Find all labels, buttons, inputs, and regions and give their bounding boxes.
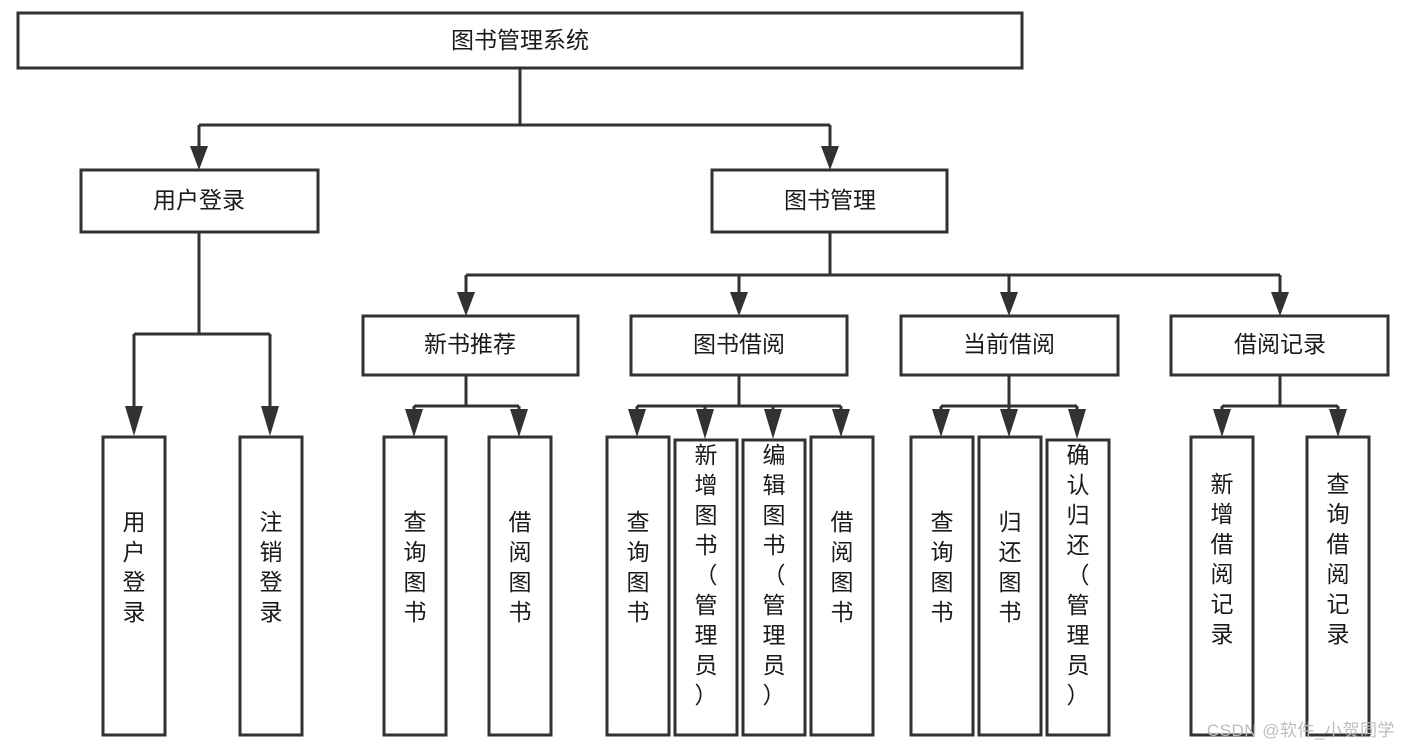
node-leaf-borrow-book-2-box[interactable] [809, 435, 875, 737]
node-leaf-edit-book-box[interactable] [741, 438, 807, 737]
node-leaf-logout-label: 注销登录 [260, 509, 283, 625]
node-leaf-return-book[interactable]: 归还图书 [977, 435, 1043, 737]
node-current-borrow-label: 当前借阅 [963, 331, 1055, 357]
node-leaf-query-book-3[interactable]: 查询图书 [909, 435, 975, 737]
node-leaf-add-record[interactable]: 新增借阅记录 [1189, 435, 1255, 737]
node-leaf-user-login-box[interactable] [101, 435, 167, 737]
node-leaf-borrow-book-1[interactable]: 借阅图书 [487, 435, 553, 737]
node-leaf-query-book-1-label: 查询图书 [404, 509, 427, 625]
arrow-head-book-manage [821, 146, 839, 170]
arrow-head-leaf-add-record [1213, 409, 1231, 437]
arrow-head-leaf-user-login [125, 406, 143, 436]
node-new-book-rec[interactable]: 新书推荐 [361, 314, 580, 377]
node-leaf-query-book-3-label: 查询图书 [931, 509, 954, 625]
node-leaf-add-record-label: 新增借阅记录 [1211, 471, 1234, 647]
arrow-head-new-book-rec [457, 292, 475, 316]
connectors-user-login [125, 232, 279, 436]
node-leaf-user-login-label: 用户登录 [123, 509, 146, 625]
node-leaf-query-book-3-box[interactable] [909, 435, 975, 737]
node-user-login[interactable]: 用户登录 [79, 168, 320, 234]
node-leaf-user-login[interactable]: 用户登录 [101, 435, 167, 737]
node-leaf-add-book[interactable]: 新增图书（管理员） [673, 438, 739, 737]
node-leaf-query-record-label: 查询借阅记录 [1327, 471, 1350, 647]
connectors-book-borrow [628, 375, 850, 439]
arrow-head-leaf-borrow-book-1 [510, 409, 528, 437]
arrow-head-leaf-borrow-book-2 [832, 409, 850, 437]
arrow-head-user-login [190, 146, 208, 170]
node-leaf-borrow-book-1-label: 借阅图书 [509, 509, 532, 625]
node-leaf-borrow-book-1-box[interactable] [487, 435, 553, 737]
connectors-borrow-record [1213, 375, 1347, 437]
connectors-current-borrow [932, 375, 1086, 439]
arrow-head-leaf-return-book [1000, 409, 1018, 437]
node-leaf-logout-box[interactable] [238, 435, 304, 737]
node-user-login-box[interactable] [79, 168, 320, 234]
arrow-head-current-borrow [1000, 292, 1018, 316]
node-leaf-add-book-label: 新增图书（管理员） [695, 442, 718, 708]
arrow-head-leaf-query-book-2 [628, 409, 646, 437]
connectors-book-manage [457, 232, 1289, 316]
node-leaf-query-record[interactable]: 查询借阅记录 [1305, 435, 1371, 737]
node-leaf-confirm-return[interactable]: 确认归还（管理员） [1045, 438, 1111, 737]
node-leaf-query-book-2[interactable]: 查询图书 [605, 435, 671, 737]
node-borrow-record[interactable]: 借阅记录 [1169, 314, 1390, 377]
node-leaf-edit-book-label: 编辑图书（管理员） [763, 442, 786, 708]
csdn-watermark: CSDN @软件_小贺同学 [1206, 721, 1395, 740]
node-leaf-query-record-box[interactable] [1305, 435, 1371, 737]
node-leaf-return-book-label: 归还图书 [999, 509, 1022, 625]
node-leaf-query-book-1-box[interactable] [382, 435, 448, 737]
node-leaf-borrow-book-2[interactable]: 借阅图书 [809, 435, 875, 737]
node-leaf-query-book-2-box[interactable] [605, 435, 671, 737]
node-root[interactable]: 图书管理系统 [16, 11, 1024, 70]
node-leaf-add-book-box[interactable] [673, 438, 739, 737]
arrow-head-leaf-add-book [696, 409, 714, 439]
arrow-head-book-borrow [730, 292, 748, 316]
arrow-head-leaf-confirm-return [1068, 409, 1086, 439]
node-leaf-confirm-return-label: 确认归还（管理员） [1067, 442, 1090, 708]
node-borrow-record-label: 借阅记录 [1234, 331, 1326, 357]
arrow-head-leaf-logout [261, 406, 279, 436]
arrow-head-leaf-query-book-3 [932, 409, 950, 437]
node-leaf-edit-book[interactable]: 编辑图书（管理员） [741, 438, 807, 737]
node-leaf-return-book-box[interactable] [977, 435, 1043, 737]
node-leaf-query-book-1[interactable]: 查询图书 [382, 435, 448, 737]
connectors-root [190, 68, 839, 170]
node-book-manage[interactable]: 图书管理 [710, 168, 949, 234]
node-book-manage-box[interactable] [710, 168, 949, 234]
connectors-new-book-rec [405, 375, 528, 437]
node-user-login-label: 用户登录 [153, 187, 245, 213]
arrow-head-leaf-edit-book [764, 409, 782, 439]
arrow-head-borrow-record [1271, 292, 1289, 316]
arrow-head-leaf-query-book-1 [405, 409, 423, 437]
node-leaf-logout[interactable]: 注销登录 [238, 435, 304, 737]
node-book-borrow-label: 图书借阅 [693, 331, 785, 357]
node-leaf-query-book-2-label: 查询图书 [627, 509, 650, 625]
node-new-book-rec-box[interactable] [361, 314, 580, 377]
node-leaf-add-record-box[interactable] [1189, 435, 1255, 737]
node-current-borrow-box[interactable] [899, 314, 1120, 377]
node-current-borrow[interactable]: 当前借阅 [899, 314, 1120, 377]
node-leaf-borrow-book-2-label: 借阅图书 [831, 509, 854, 625]
node-root-label: 图书管理系统 [451, 27, 589, 53]
arrow-head-leaf-query-record [1329, 409, 1347, 437]
node-root-box[interactable] [16, 11, 1024, 70]
node-book-borrow[interactable]: 图书借阅 [629, 314, 849, 377]
node-book-borrow-box[interactable] [629, 314, 849, 377]
node-leaf-confirm-return-box[interactable] [1045, 438, 1111, 737]
node-new-book-rec-label: 新书推荐 [424, 331, 516, 357]
node-book-manage-label: 图书管理 [784, 187, 876, 213]
node-borrow-record-box[interactable] [1169, 314, 1390, 377]
